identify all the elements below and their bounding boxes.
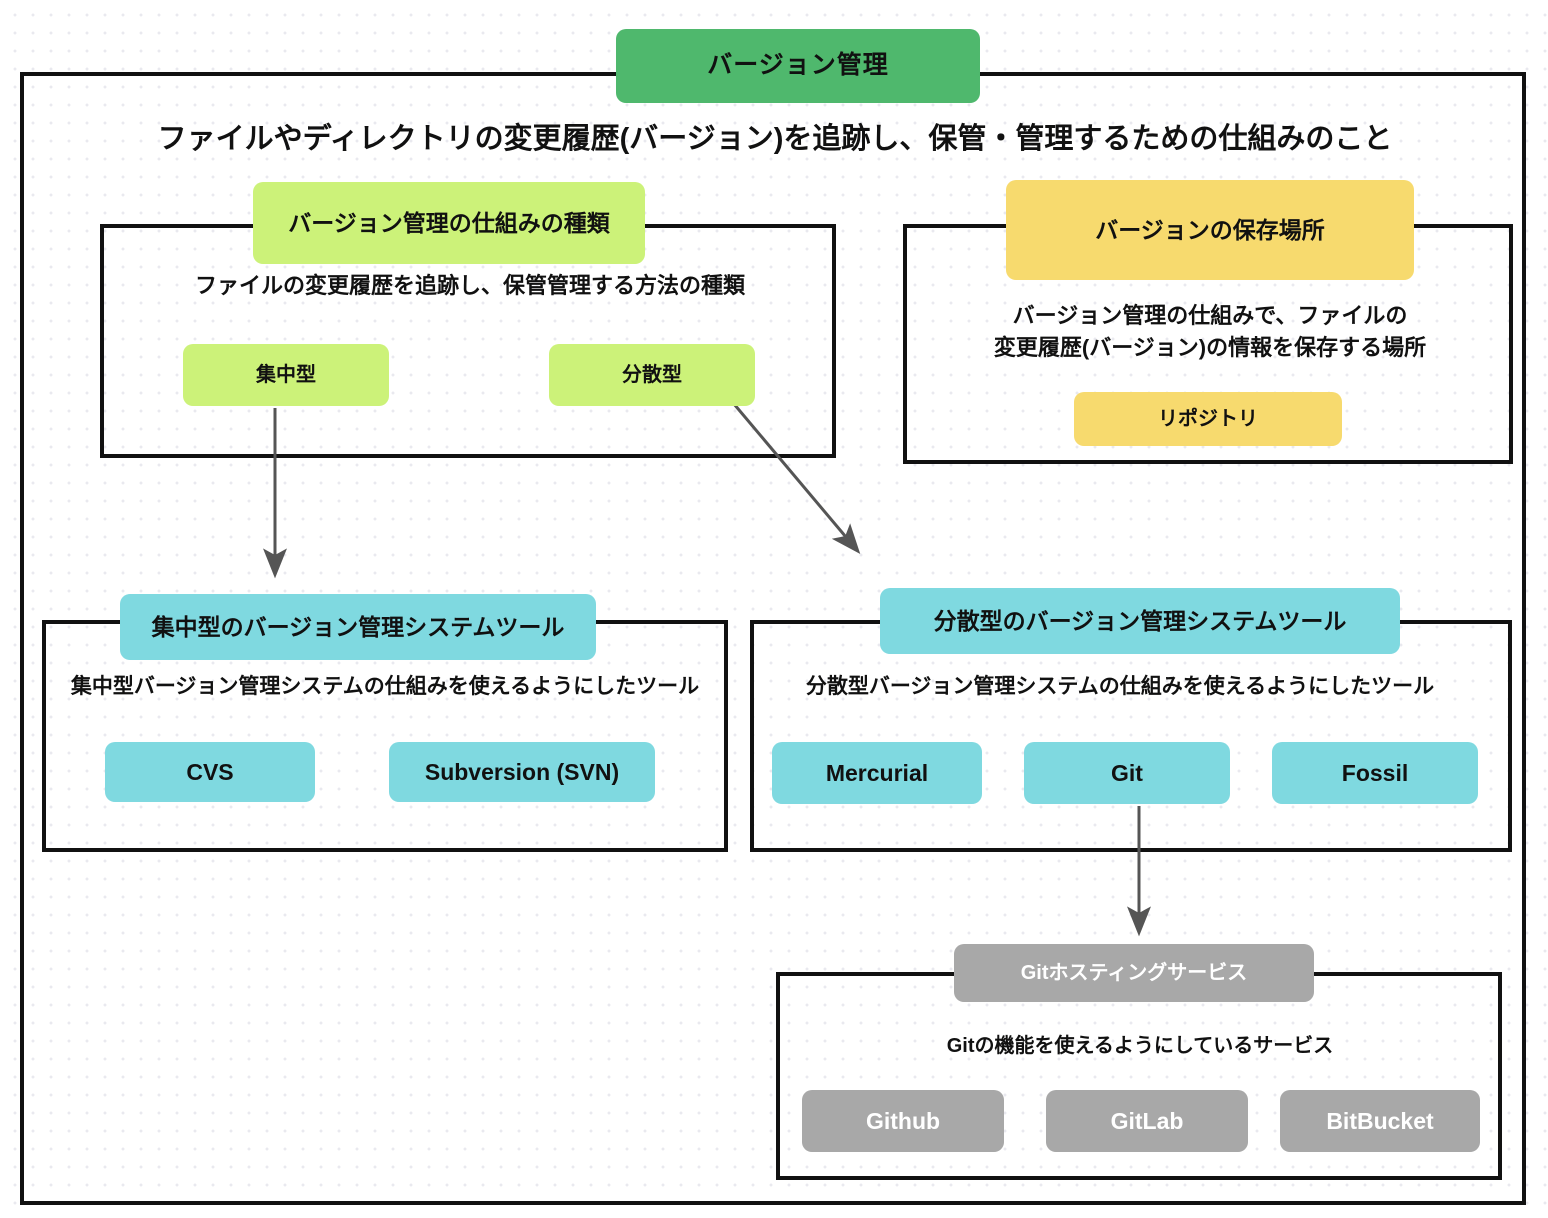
chip-cvs[interactable]: CVS (105, 742, 315, 802)
section-description-repository: バージョン管理の仕組みで、ファイルの 変更履歴(バージョン)の情報を保存する場所 (930, 300, 1490, 364)
chip-repository[interactable]: リポジトリ (1074, 392, 1342, 446)
root-description: ファイルやディレクトリの変更履歴(バージョン)を追跡し、保管・管理するための仕組… (157, 123, 1393, 155)
section-description-centralized-tools: 集中型バージョン管理システムの仕組みを使えるようにしたツール (70, 675, 700, 698)
chip-distributed[interactable]: 分散型 (549, 344, 755, 406)
section-description-distributed-tools: 分散型バージョン管理システムの仕組みを使えるようにしたツール (805, 675, 1435, 698)
chip-github[interactable]: Github (802, 1090, 1004, 1152)
chip-centralized[interactable]: 集中型 (183, 344, 389, 406)
chip-subversion[interactable]: Subversion (SVN) (389, 742, 655, 802)
section-header-repository[interactable]: バージョンの保存場所 (1006, 180, 1414, 280)
section-description-repository-line2: 変更履歴(バージョン)の情報を保存する場所 (993, 334, 1427, 360)
chip-bitbucket[interactable]: BitBucket (1280, 1090, 1480, 1152)
chip-gitlab[interactable]: GitLab (1046, 1090, 1248, 1152)
section-description-repository-line1: バージョン管理の仕組みで、ファイルの (1012, 303, 1408, 328)
chip-mercurial[interactable]: Mercurial (772, 742, 982, 804)
section-header-centralized-tools[interactable]: 集中型のバージョン管理システムツール (120, 594, 596, 660)
chip-git[interactable]: Git (1024, 742, 1230, 804)
section-frame-distributed-tools (750, 620, 1512, 852)
section-header-types[interactable]: バージョン管理の仕組みの種類 (253, 182, 645, 264)
section-description-types: ファイルの変更履歴を追跡し、保管管理する方法の種類 (194, 273, 745, 298)
section-description-git-hosting: Gitの機能を使えるようにしているサービス (946, 1035, 1334, 1057)
section-header-distributed-tools[interactable]: 分散型のバージョン管理システムツール (880, 588, 1400, 654)
chip-fossil[interactable]: Fossil (1272, 742, 1478, 804)
section-header-git-hosting[interactable]: Gitホスティングサービス (954, 944, 1314, 1002)
root-title-chip[interactable]: バージョン管理 (616, 29, 980, 103)
